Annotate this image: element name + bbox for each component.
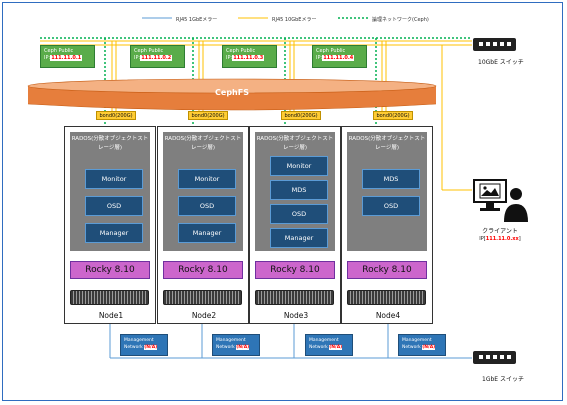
- mgmt-line2: Network: [124, 345, 143, 350]
- service-manager: Manager: [85, 223, 143, 243]
- client-label: クライアント: [482, 228, 518, 235]
- node-label: Node4: [375, 311, 401, 320]
- mgmt-callout-3: Management Network (N/A): [305, 334, 353, 356]
- service-mds: MDS: [362, 169, 420, 189]
- os-label: Rocky 8.10: [70, 261, 150, 279]
- mgmt-line1: Management: [402, 338, 432, 343]
- service-monitor: Monitor: [270, 156, 328, 176]
- ceph-public-title: Ceph Public: [44, 48, 74, 54]
- ceph-public-ip: 111.11.0.1: [50, 55, 83, 61]
- service-monitor: Monitor: [178, 169, 236, 189]
- ceph-public-callout-1: Ceph Public IP:111.11.0.1: [40, 45, 95, 68]
- bond-label-4: bond0(200G): [373, 111, 413, 120]
- service-monitor: Monitor: [85, 169, 143, 189]
- client-ip-prefix: IP[: [479, 236, 486, 242]
- mgmt-callout-2: Management Network (N/A): [212, 334, 260, 356]
- mgmt-callout-4: Management Network (N/A): [398, 334, 446, 356]
- ceph-public-title: Ceph Public: [316, 48, 346, 54]
- mgmt-ip: (N/A): [329, 345, 343, 350]
- ceph-public-ip-prefix: IP:: [44, 55, 51, 61]
- rados-label: RADOS(分散オブジェクトストレージ層): [348, 136, 426, 151]
- ceph-public-title: Ceph Public: [134, 48, 164, 54]
- node-1: RADOS(分散オブジェクトストレージ層) Monitor OSD Manage…: [64, 126, 156, 324]
- ceph-public-title: Ceph Public: [226, 48, 256, 54]
- switch-1g-icon: [473, 351, 516, 364]
- service-osd: OSD: [362, 196, 420, 216]
- switch-10g-label: 10GbE スイッチ: [478, 59, 524, 66]
- node-4: RADOS(分散オブジェクトストレージ層) MDS OSD Rocky 8.10…: [341, 126, 433, 324]
- mgmt-line2: Network: [402, 345, 421, 350]
- ceph-public-ip-prefix: IP:: [316, 55, 323, 61]
- node-label: Node1: [98, 311, 124, 320]
- rados-layer: RADOS(分散オブジェクトストレージ層) Monitor OSD Manage…: [163, 132, 243, 251]
- legend-ceph-label: 論理ネットワーク(Ceph): [372, 17, 429, 23]
- ceph-public-ip: 111.11.0.2: [140, 55, 173, 61]
- node-label: Node2: [191, 311, 217, 320]
- client-ip: IP[111.11.0.xx]: [470, 236, 530, 242]
- legend-10g-label: RJ45 10GbEメラー: [272, 17, 317, 23]
- ceph-public-ip-prefix: IP:: [134, 55, 141, 61]
- mgmt-ip: (N/A): [144, 345, 158, 350]
- bond-label-1: bond0(200G): [96, 111, 136, 120]
- bond-label-3: bond0(200G): [281, 111, 321, 120]
- service-manager: Manager: [270, 228, 328, 248]
- ceph-public-ip: 111.11.0.4: [322, 55, 355, 61]
- service-manager: Manager: [178, 223, 236, 243]
- mgmt-line1: Management: [309, 338, 339, 343]
- server-icon: [347, 290, 426, 305]
- mgmt-ip: (N/A): [422, 345, 436, 350]
- mgmt-line1: Management: [216, 338, 246, 343]
- ceph-public-ip-prefix: IP:: [226, 55, 233, 61]
- mgmt-line1: Management: [124, 338, 154, 343]
- mgmt-line2: Network: [216, 345, 235, 350]
- switch-1g-label: 1GbE スイッチ: [482, 376, 524, 383]
- service-osd: OSD: [85, 196, 143, 216]
- server-icon: [255, 290, 334, 305]
- ceph-public-callout-4: Ceph Public IP:111.11.0.4: [312, 45, 367, 68]
- rados-layer: RADOS(分散オブジェクトストレージ層) Monitor OSD Manage…: [70, 132, 150, 251]
- cephfs-cylinder: CephFS: [22, 74, 442, 114]
- node-3: RADOS(分散オブジェクトストレージ層) Monitor MDS OSD Ma…: [249, 126, 341, 324]
- rados-label: RADOS(分散オブジェクトストレージ層): [164, 136, 242, 151]
- switch-10g-icon: [473, 38, 516, 51]
- ceph-public-ip: 111.11.0.3: [232, 55, 265, 61]
- os-label: Rocky 8.10: [347, 261, 427, 279]
- rados-label: RADOS(分散オブジェクトストレージ層): [256, 136, 334, 151]
- node-2: RADOS(分散オブジェクトストレージ層) Monitor OSD Manage…: [157, 126, 249, 324]
- service-osd: OSD: [178, 196, 236, 216]
- ceph-public-callout-3: Ceph Public IP:111.11.0.3: [222, 45, 277, 68]
- service-osd: OSD: [270, 204, 328, 224]
- server-icon: [70, 290, 149, 305]
- mgmt-line2: Network: [309, 345, 328, 350]
- client-ip-value: 111.11.0.xx: [485, 236, 519, 242]
- client-ip-suffix: ]: [518, 236, 521, 242]
- server-icon: [163, 290, 242, 305]
- legend-1g-label: RJ45 1GbEメラー: [176, 17, 218, 23]
- rados-layer: RADOS(分散オブジェクトストレージ層) Monitor MDS OSD Ma…: [255, 132, 335, 251]
- diagram-frame: [2, 2, 563, 401]
- rados-label: RADOS(分散オブジェクトストレージ層): [71, 136, 149, 151]
- ceph-public-callout-2: Ceph Public IP:111.11.0.2: [130, 45, 185, 68]
- mgmt-ip: (N/A): [236, 345, 250, 350]
- os-label: Rocky 8.10: [163, 261, 243, 279]
- os-label: Rocky 8.10: [255, 261, 335, 279]
- node-label: Node3: [283, 311, 309, 320]
- mgmt-callout-1: Management Network (N/A): [120, 334, 168, 356]
- service-mds: MDS: [270, 180, 328, 200]
- bond-label-2: bond0(200G): [188, 111, 228, 120]
- rados-layer: RADOS(分散オブジェクトストレージ層) MDS OSD: [347, 132, 427, 251]
- cephfs-label: CephFS: [215, 88, 249, 97]
